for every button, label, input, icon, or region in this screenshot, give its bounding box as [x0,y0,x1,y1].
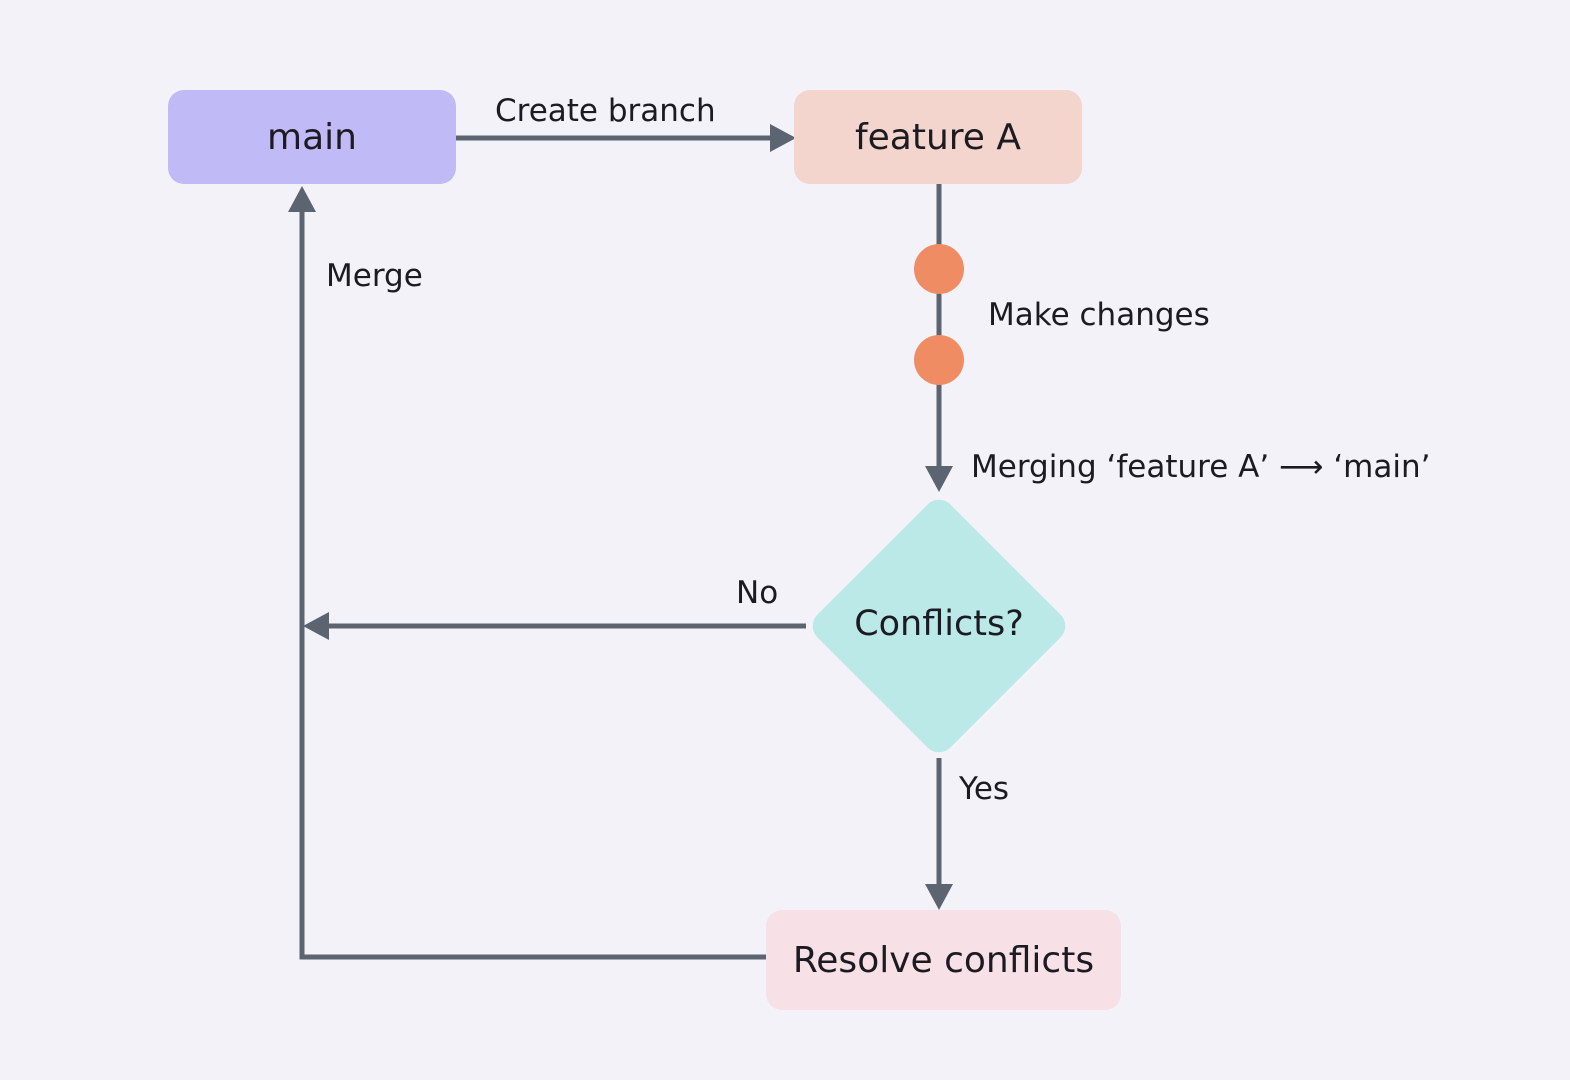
arrowhead-yes [925,884,953,910]
node-main: main [168,90,456,184]
node-decision-label: Conflicts? [854,604,1024,644]
arrowhead-create-branch [770,124,796,152]
decision-diamond [812,499,1066,753]
edge-label-create-branch: Create branch [495,93,716,129]
node-resolve-conflicts: Resolve conflicts [766,910,1121,1010]
commit-dot-2 [914,335,964,385]
edge-label-yes: Yes [959,771,1010,807]
edge-label-merge: Merge [326,258,423,294]
node-main-label: main [267,116,357,158]
arrowhead-no [303,612,329,640]
commit-dot-1 [914,244,964,294]
arrowhead-merge [288,186,316,212]
node-feature-a: feature A [794,90,1082,184]
arrowhead-merging [925,466,953,492]
node-feature-a-label: feature A [854,116,1022,158]
edge-merge [299,208,766,960]
edge-label-merging: Merging ‘feature A’ ⟶ ‘main’ [971,449,1431,485]
edge-label-make-changes: Make changes [988,297,1210,333]
node-resolve-conflicts-label: Resolve conflicts [792,939,1095,981]
edge-label-no: No [736,575,779,611]
